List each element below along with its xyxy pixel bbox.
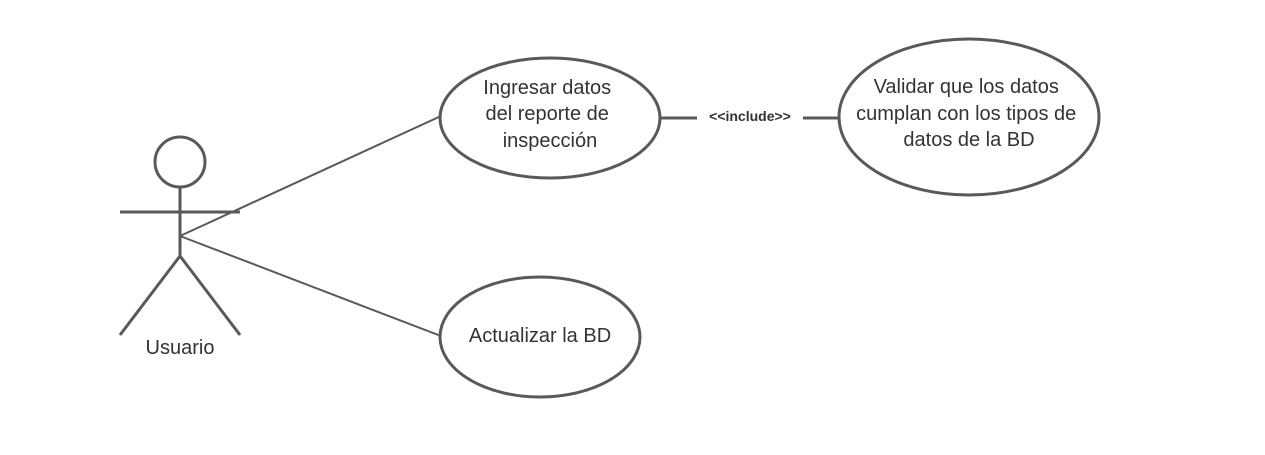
use-case-validar-label: Validar que los datos cumplan con los ti… [856,76,1082,151]
use-case-ingresar-datos[interactable]: Ingresar datos del reporte de inspección [438,56,662,180]
use-case-ingresar-ellipse [438,56,662,180]
use-case-validar-line-3: datos de la BD [903,129,1034,151]
include-stereotype-label: <<include>> [709,108,791,124]
use-case-actualizar-ellipse [438,275,642,399]
use-case-ingresar-line-1: Ingresar datos [483,77,611,99]
use-case-validar-line-2: cumplan con los tipos de [856,103,1076,125]
actor-head [153,135,207,189]
use-case-validar-ellipse [837,37,1101,197]
use-case-ingresar-label: Ingresar datos del reporte de inspección [483,77,616,152]
use-case-ingresar-line-2: del reporte de [486,103,609,125]
actor-usuario[interactable]: Usuario [118,135,242,359]
use-case-validar-line-1: Validar que los datos [874,76,1059,98]
association-line-ingresar [179,115,442,237]
use-case-ingresar-line-3: inspección [503,130,598,152]
use-case-actualizar-label: Actualizar la BD [469,325,611,347]
use-case-actualizar-bd[interactable]: Actualizar la BD [438,275,642,399]
use-case-validar-datos[interactable]: Validar que los datos cumplan con los ti… [837,37,1101,197]
actor-right-leg [178,255,242,336]
use-case-actualizar-line-1: Actualizar la BD [469,325,611,347]
association-line-actualizar [179,235,442,337]
actor-name-label: Usuario [146,337,215,359]
actor-left-leg [118,255,182,336]
